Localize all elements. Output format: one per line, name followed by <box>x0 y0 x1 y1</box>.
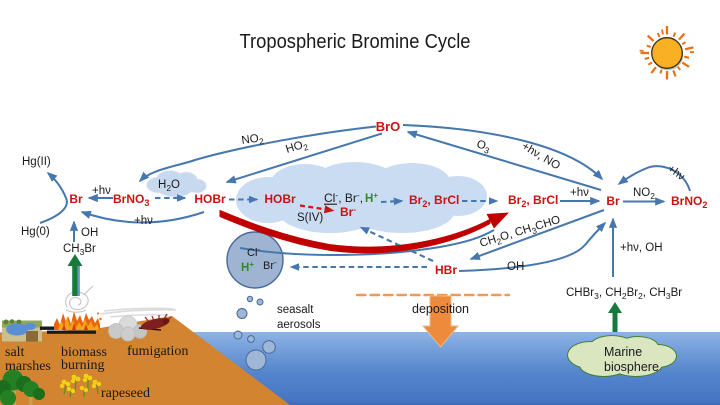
svg-text:salt: salt <box>5 345 25 360</box>
svg-text:fumigation: fumigation <box>127 344 188 359</box>
svg-text:BrNO2: BrNO2 <box>671 194 707 210</box>
svg-text:CH3Br: CH3Br <box>63 243 96 257</box>
svg-text:aerosols: aerosols <box>277 319 321 331</box>
svg-text:Cl-: Cl- <box>247 245 260 259</box>
svg-text:Marine: Marine <box>604 345 642 359</box>
svg-text:burning: burning <box>61 358 105 373</box>
svg-text:Br-: Br- <box>340 205 356 219</box>
svg-text:HOBr: HOBr <box>264 192 296 206</box>
svg-text:OH: OH <box>81 227 98 239</box>
svg-text:Cl-, Br-,: Cl-, Br-, <box>324 190 363 205</box>
svg-text:+hν: +hν <box>92 185 111 197</box>
svg-text:OH: OH <box>507 261 524 273</box>
svg-text:biosphere: biosphere <box>604 360 659 374</box>
svg-text:BrNO3: BrNO3 <box>113 192 149 208</box>
svg-text:Hg(0): Hg(0) <box>21 226 50 238</box>
svg-text:Br: Br <box>606 194 620 208</box>
svg-text:BrO: BrO <box>376 119 401 134</box>
svg-text:Tropospheric Bromine Cycle: Tropospheric Bromine Cycle <box>240 30 471 53</box>
svg-text:deposition: deposition <box>412 302 469 316</box>
svg-text:Br: Br <box>69 192 83 206</box>
svg-text:seasalt: seasalt <box>277 304 314 316</box>
svg-text:+hν: +hν <box>570 187 589 199</box>
svg-text:HOBr: HOBr <box>194 192 226 206</box>
svg-text:HBr: HBr <box>435 263 457 277</box>
svg-text:marshes: marshes <box>5 359 51 374</box>
svg-text:Hg(II): Hg(II) <box>22 156 51 168</box>
svg-text:Br2, BrCl: Br2, BrCl <box>409 193 459 209</box>
svg-text:CHBr3, CH2Br2, CH3Br: CHBr3, CH2Br2, CH3Br <box>566 287 682 301</box>
svg-text:biomass: biomass <box>61 345 107 360</box>
svg-text:+hν, OH: +hν, OH <box>620 242 663 254</box>
svg-text:S(IV): S(IV) <box>297 212 323 224</box>
svg-text:Br2, BrCl: Br2, BrCl <box>508 193 558 209</box>
svg-text:NO2: NO2 <box>633 187 655 201</box>
svg-text:NO2: NO2 <box>241 132 265 149</box>
svg-text:+hν: +hν <box>134 215 153 227</box>
svg-text:Br-: Br- <box>263 258 277 272</box>
svg-text:H2O: H2O <box>158 179 180 193</box>
svg-text:rapeseed: rapeseed <box>101 386 150 401</box>
